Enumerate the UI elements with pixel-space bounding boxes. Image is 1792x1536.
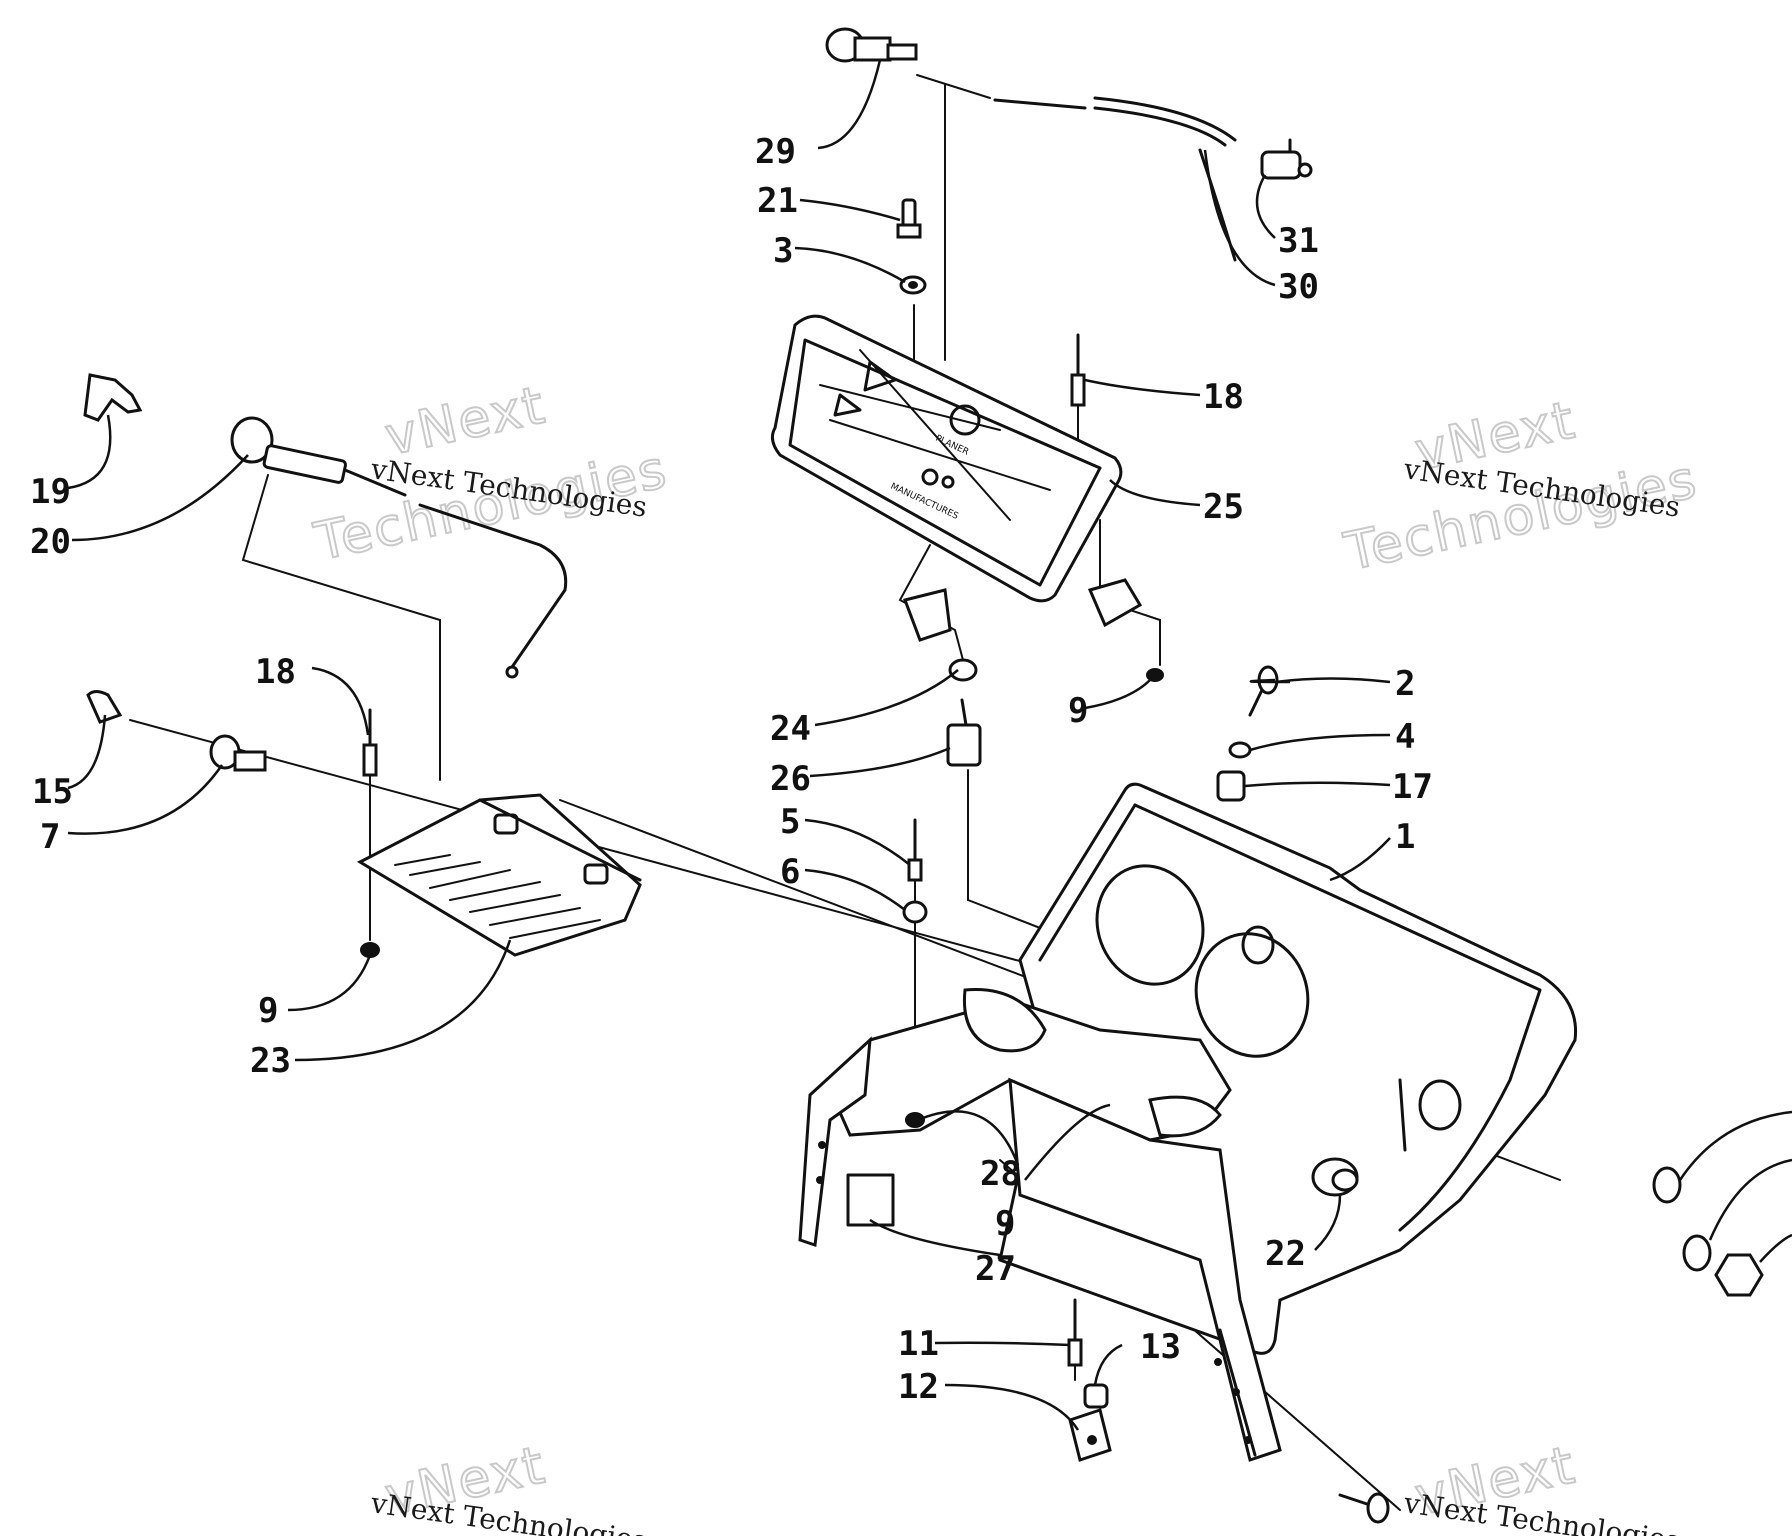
callout-2: 2 [1395,664,1415,704]
assembly-axis-lines [129,74,1561,1511]
callout-28: 28 [980,1154,1021,1194]
callout-31: 31 [1278,221,1319,261]
part-24-nut [948,658,978,682]
callout-9-top: 9 [1068,691,1088,731]
leader-lines [67,59,1391,1431]
part-20-choke-cable [230,416,568,679]
callout-21: 21 [757,181,798,221]
part-17-grommet [1216,770,1246,802]
callout-labels: 29 21 3 31 30 18 25 9 24 26 5 6 2 4 17 1… [30,132,1433,1407]
callout-29: 29 [755,132,796,172]
callout-30: 30 [1278,267,1319,307]
right-nut [1714,1253,1764,1297]
watermark-bottom-right: vNext vNext Technologies [1401,1434,1682,1536]
callout-20: 20 [30,522,71,562]
callout-22: 22 [1265,1234,1306,1274]
part-2-screw [1248,665,1279,717]
part-6-nut [902,900,928,924]
callout-18-left: 18 [255,652,296,692]
instrument-lens: PLANER MANUFACTURES [770,314,1143,642]
bottom-bolt [1338,1492,1390,1524]
right-washer-2 [1682,1234,1712,1272]
callout-4: 4 [1395,717,1415,757]
callout-18-right: 18 [1203,377,1244,417]
right-washer-1 [1652,1166,1682,1204]
callout-9-left: 9 [258,991,278,1031]
callout-23: 23 [250,1041,291,1081]
part-7-bushing [209,734,267,772]
part-30-hose-a [993,98,1087,110]
part-26-switch [946,698,982,767]
decal-plate-text-lines [394,854,601,939]
part-5-screw [907,818,923,882]
callout-19: 19 [30,472,71,512]
part-12-bracket [1068,1408,1112,1462]
callout-24: 24 [770,709,811,749]
callout-5: 5 [780,802,800,842]
callout-12: 12 [898,1367,939,1407]
callout-6: 6 [780,852,800,892]
part-31-valve [1260,138,1313,180]
part-18-bolt-left [362,708,378,777]
part-21-bolt [896,198,922,239]
part-19-clip [83,373,143,422]
part-18-bolt-right [1070,333,1086,407]
hardware-parts [83,27,1792,1524]
callout-17: 17 [1392,767,1433,807]
part-11-stud [1067,1298,1083,1367]
callout-13: 13 [1140,1327,1181,1367]
part-13-nut [1083,1383,1109,1409]
part-30-hose-b [1093,96,1237,147]
part-9-nut-left [360,942,380,958]
callout-15: 15 [32,772,73,812]
callout-25: 25 [1203,487,1244,527]
callout-11: 11 [898,1324,939,1364]
dash-panel [798,782,1578,1462]
part-29-fitting [825,27,918,63]
watermark-bottom-left: vNext vNext Technologies [368,1434,649,1536]
part-22-lamp [1311,1157,1359,1197]
part-9-nut-center [905,1112,925,1128]
callout-3: 3 [773,231,793,271]
part-4-washer [1228,741,1252,759]
callout-7: 7 [40,817,60,857]
watermark-top-left: vNext Technologies vNext Technologies [308,374,674,574]
callout-27: 27 [975,1249,1016,1289]
decal-plate [356,793,642,957]
part-15-knob [86,690,123,724]
watermark-top-right: vNext Technologies vNext Technologies [1338,389,1704,584]
svg-text:vNext: vNext [380,375,551,467]
callout-26: 26 [770,759,811,799]
callout-1: 1 [1395,817,1415,857]
part-9-nut-top [1146,668,1164,682]
callout-9-center: 9 [995,1204,1015,1244]
